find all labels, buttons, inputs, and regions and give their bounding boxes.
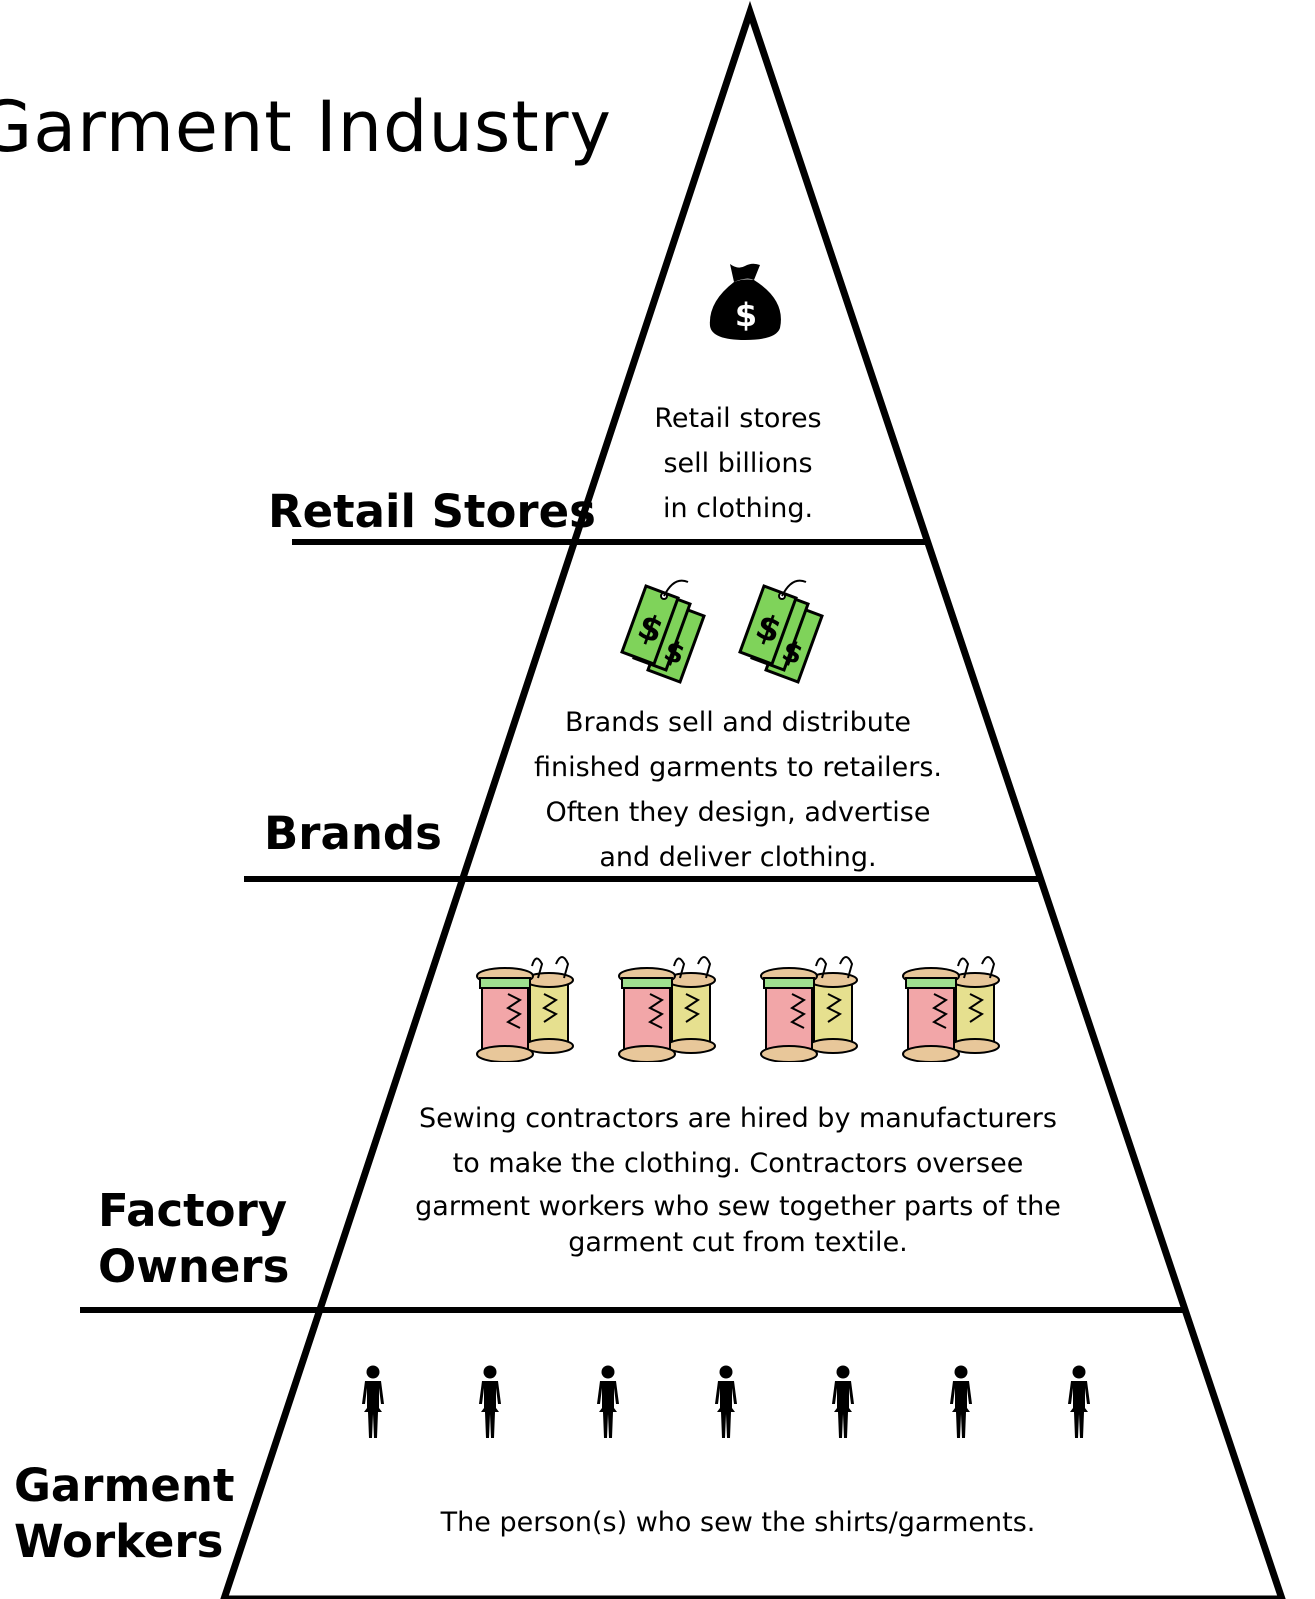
person-icon	[715, 1365, 737, 1438]
tier-description-workers: The person(s) who sew the shirts/garment…	[441, 1500, 1036, 1545]
tier-description-brands: Brands sell and distribute finished garm…	[534, 700, 942, 880]
thread-spool-icon	[476, 956, 574, 1062]
description-line: and deliver clothing.	[599, 842, 877, 873]
price-tag-icon: $ $	[738, 579, 824, 684]
price-tag-icon: $ $	[620, 579, 706, 684]
tier-description-retail: Retail stores sell billions in clothing.	[654, 396, 821, 531]
page-title: Garment Industry	[0, 86, 612, 168]
thread-spool-icon	[618, 956, 716, 1062]
tier-label-line: Owners	[98, 1240, 290, 1294]
description-line: The person(s) who sew the shirts/garment…	[440, 1507, 1036, 1538]
description-line: Sewing contractors are hired by manufact…	[419, 1103, 1057, 1134]
tier-label-garment-workers: Garment Workers	[14, 1458, 235, 1571]
person-icon	[832, 1365, 854, 1438]
description-line: garment workers who sew together parts o…	[415, 1191, 1061, 1222]
description-line: finished garments to retailers.	[533, 752, 943, 783]
description-line: sell billions	[663, 448, 813, 479]
tier-label-line: Factory	[98, 1184, 288, 1237]
person-icon	[479, 1365, 501, 1438]
description-line: Often they design, advertise	[545, 797, 931, 828]
description-line: Retail stores	[654, 403, 822, 434]
thread-spool-icon	[902, 956, 1000, 1062]
tier-description-factory: Sewing contractors are hired by manufact…	[415, 1096, 1061, 1258]
pyramid-triangle	[220, 0, 1286, 1599]
person-icon	[597, 1365, 619, 1438]
person-icon	[1068, 1365, 1090, 1438]
thread-spool-icon	[760, 956, 858, 1062]
description-line: to make the clothing. Contractors overse…	[452, 1148, 1024, 1179]
tier-label-retail-stores: Retail Stores	[268, 485, 596, 538]
tier-label-brands: Brands	[264, 807, 442, 860]
person-icon	[362, 1365, 384, 1438]
description-line: Brands sell and distribute	[564, 707, 912, 738]
person-icon	[950, 1365, 972, 1438]
tier-label-factory-owners: Factory Owners	[98, 1183, 290, 1296]
description-line: in clothing.	[662, 493, 814, 524]
svg-text:$: $	[735, 296, 757, 334]
money-bag-icon: $	[709, 263, 781, 340]
description-line: garment cut from textile.	[568, 1227, 908, 1258]
tier-label-line: Workers	[14, 1515, 224, 1569]
tier-label-line: Garment	[14, 1459, 235, 1512]
